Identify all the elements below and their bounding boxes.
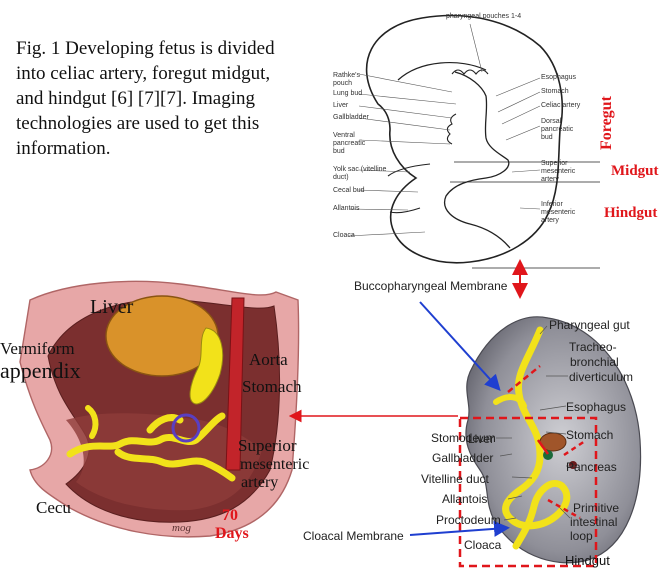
- label-loop: loop: [570, 529, 593, 543]
- illustrator-signature: mog: [172, 522, 191, 534]
- embryo-outline: [367, 16, 563, 263]
- label-allantois-top: Allantois: [333, 205, 359, 213]
- label-age-unit: Days: [215, 525, 249, 543]
- gut-tube: [445, 72, 510, 248]
- cloacal-arrow: [410, 528, 506, 535]
- yolk-stalk: [388, 164, 430, 176]
- allantois-stalk: [390, 208, 420, 213]
- label-liver-right: Liver: [468, 432, 494, 446]
- liver-bud: [447, 114, 456, 144]
- label-stomach-left: Stomach: [242, 377, 302, 397]
- label-stomach-top: Stomach: [541, 88, 569, 96]
- label-artery: artery: [241, 474, 278, 492]
- label-pancreas-right: Pancreas: [566, 460, 617, 474]
- label-cloacal-membrane: Cloacal Membrane: [303, 529, 404, 543]
- label-rathkes-pouch: Rathke's pouch: [333, 72, 365, 88]
- label-tracheo: Tracheo-: [569, 340, 617, 354]
- label-dorsal-pancreatic-bud: Dorsal pancreatic bud: [541, 118, 583, 142]
- label-aorta: Aorta: [249, 350, 288, 370]
- label-superior: Superior: [238, 436, 297, 456]
- label-liver-left: Liver: [90, 296, 133, 319]
- region-hindgut: Hindgut: [604, 205, 657, 222]
- label-intestinal: intestinal: [570, 515, 617, 529]
- label-stomach-right: Stomach: [566, 428, 613, 442]
- label-liver-top: Liver: [333, 102, 348, 110]
- label-esophagus-top: Esophagus: [541, 74, 576, 82]
- label-inferior-mesenteric: Inferior mesenteric artery: [541, 201, 581, 225]
- label-cecal-bud: Cecal bud: [333, 187, 365, 195]
- label-yolk-sac: Yolk sac (vitelline duct): [333, 166, 389, 182]
- region-foregut: Foregut: [598, 96, 616, 150]
- label-superior-mesenteric-top: Superior mesenteric artery: [541, 160, 583, 184]
- label-primitive: Primitive: [573, 501, 619, 515]
- label-pharyngeal-gut: Pharyngeal gut: [549, 318, 630, 332]
- label-diverticulum: diverticulum: [569, 370, 633, 384]
- label-buccopharyngeal-membrane: Buccopharyngeal Membrane: [354, 279, 507, 293]
- label-cloaca-top: Cloaca: [333, 232, 355, 240]
- label-hindgut-right: Hindgut: [565, 553, 610, 568]
- label-appendix: appendix: [0, 358, 81, 384]
- label-proctodeum: Proctodeum: [436, 513, 501, 527]
- label-bronchial: bronchial: [570, 355, 619, 369]
- label-vermiform: Vermiform: [0, 339, 75, 359]
- label-gallbladder-top: Gallbladder: [333, 114, 369, 122]
- label-pharyngeal-pouches: pharyngeal pouches 1-4: [446, 13, 521, 21]
- label-vitelline-duct: Vitelline duct: [421, 472, 489, 486]
- region-midgut: Midgut: [611, 163, 659, 180]
- label-esophagus-right: Esophagus: [566, 400, 626, 414]
- gallbladder-right: [543, 450, 553, 460]
- label-mesenteric: mesenteric: [240, 456, 309, 474]
- label-celiac-artery: Celiac artery: [541, 102, 580, 110]
- label-allantois-right: Allantois: [442, 492, 487, 506]
- label-ventral-pancreatic-bud: Ventral pancreatic bud: [333, 132, 373, 156]
- label-lung-bud: Lung bud: [333, 90, 362, 98]
- pharyngeal-pouches: [452, 70, 488, 74]
- label-cloaca-right: Cloaca: [464, 538, 501, 552]
- label-gallbladder-right: Gallbladder: [432, 451, 493, 465]
- label-age-number: 70: [222, 507, 238, 525]
- label-cecu: Cecu: [36, 498, 71, 518]
